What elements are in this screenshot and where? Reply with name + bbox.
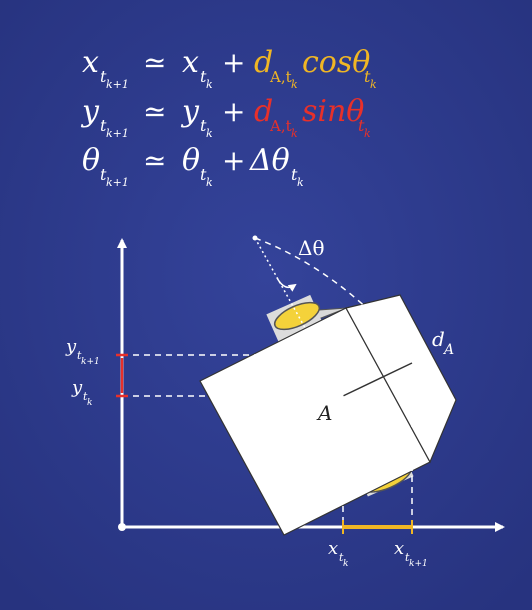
- d-label-sub: A: [442, 342, 454, 358]
- x-right-subsub: k+1: [409, 559, 428, 569]
- y-upper-subsub: k+1: [81, 357, 100, 367]
- eq1-lhs-sub: t: [100, 67, 107, 86]
- robot-body: [199, 294, 457, 536]
- point-a-label: A: [316, 401, 332, 425]
- eq2-rhs-subsub: k: [206, 127, 213, 140]
- eq2-term-d: d: [254, 94, 273, 129]
- equation-y: y t k+1 ≃ y t k + d A,t k sinθ t k: [80, 94, 371, 140]
- eq1-rhs-sub: t: [200, 67, 207, 86]
- x-left-subsub: k: [343, 559, 348, 569]
- eq3-rhs-var: θ: [182, 143, 200, 178]
- orientation-dotted-line: [254, 237, 344, 397]
- eq2-term-fn: sinθ: [302, 94, 364, 129]
- eq2-term-subsub: k: [291, 127, 298, 140]
- eq3-lhs-var: θ: [82, 143, 100, 178]
- eq2-lhs-var: y: [80, 94, 100, 129]
- eq1-approx: ≃: [143, 46, 166, 79]
- y-lower-sub: t: [83, 390, 88, 403]
- y-upper-var: y: [65, 336, 77, 357]
- orientation-point: [252, 235, 258, 241]
- y-lower-subsub: k: [87, 398, 92, 408]
- eq2-lhs-sub: t: [100, 116, 107, 135]
- eq1-term-subsub: k: [291, 78, 298, 91]
- x-right-sub: t: [405, 551, 410, 564]
- eq1-lhs-var: x: [82, 45, 99, 80]
- y-upper-label: y t k+1: [65, 336, 100, 367]
- eq3-rhs-sub: t: [200, 165, 207, 184]
- eq1-rhs-var: x: [182, 45, 199, 80]
- eq2-lhs-subsub: k+1: [106, 127, 129, 140]
- eq1-term-d: d: [254, 45, 273, 80]
- x-left-var: x: [328, 538, 338, 559]
- eq1-term-fn-sub: t: [364, 67, 371, 86]
- x-right-label: x t k+1: [394, 538, 428, 569]
- d-label: d: [432, 327, 445, 351]
- eq2-term-fn-subsub: k: [364, 127, 371, 140]
- eq3-lhs-sub: t: [100, 165, 107, 184]
- eq2-rhs-sub: t: [200, 116, 207, 135]
- eq3-rhs-subsub: k: [206, 176, 213, 189]
- equations: x t k+1 ≃ x t k + d A,t k cosθ t k y t k…: [80, 45, 377, 189]
- eq3-term-sub: t: [291, 165, 298, 184]
- eq2-term-fn-sub: t: [358, 116, 365, 135]
- x-left-label: x t k: [328, 538, 348, 569]
- eq2-term-sub: A,t: [269, 117, 292, 135]
- y-upper-sub: t: [77, 349, 82, 362]
- robot-diagram: Δθ d A A y t k+1 y t k x t k x t k+1: [65, 235, 505, 569]
- eq3-plus: +: [222, 144, 245, 177]
- eq1-lhs-subsub: k+1: [106, 78, 129, 91]
- eq3-term-delta: Δθ: [249, 143, 290, 178]
- guide-lines: [122, 237, 413, 527]
- eq2-rhs-var: y: [180, 94, 200, 129]
- heading-line: [342, 362, 413, 397]
- y-lower-var: y: [71, 377, 83, 398]
- eq1-term-sub: A,t: [269, 68, 292, 86]
- x-left-sub: t: [339, 551, 344, 564]
- x-right-var: x: [394, 538, 404, 559]
- equation-x: x t k+1 ≃ x t k + d A,t k cosθ t k: [82, 45, 377, 91]
- eq3-lhs-subsub: k+1: [106, 176, 129, 189]
- eq2-approx: ≃: [143, 95, 166, 128]
- eq1-plus: +: [222, 46, 245, 79]
- next-point: [409, 352, 415, 358]
- eq2-plus: +: [222, 95, 245, 128]
- eq1-term-fn-subsub: k: [370, 78, 377, 91]
- delta-theta-arc: [276, 277, 297, 292]
- eq3-approx: ≃: [143, 144, 166, 177]
- delta-theta-label: Δθ: [298, 236, 324, 260]
- y-lower-label: y t k: [71, 377, 92, 408]
- eq3-term-subsub: k: [297, 176, 304, 189]
- equation-theta: θ t k+1 ≃ θ t k + Δθ t k: [82, 143, 304, 189]
- origin-point: [118, 523, 126, 531]
- eq1-term-fn: cosθ: [302, 45, 370, 80]
- eq1-rhs-subsub: k: [206, 78, 213, 91]
